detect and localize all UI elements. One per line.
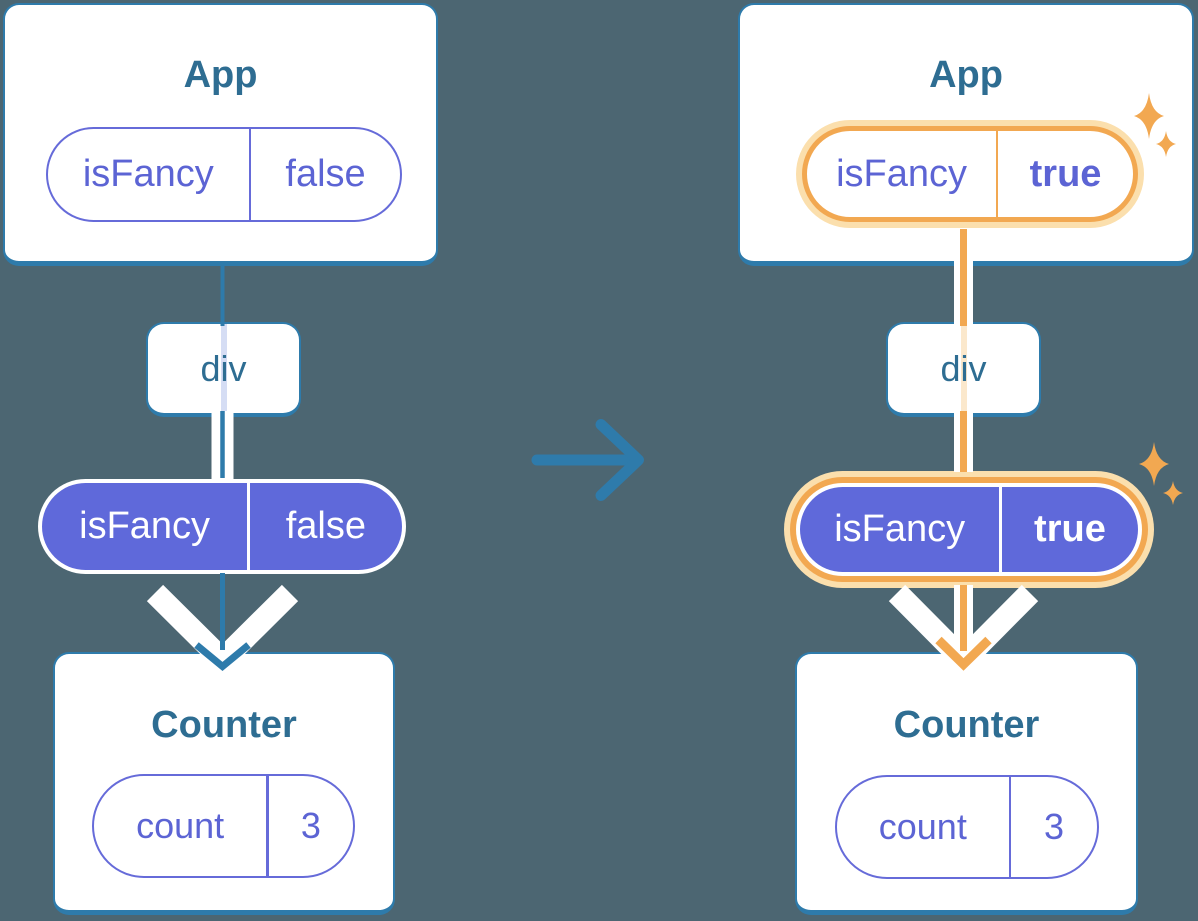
state-value: 3 [300,805,321,846]
state-name: count [136,805,225,846]
prop-name: isFancy [836,152,967,195]
sparkle-icon [1139,442,1169,486]
left-prop-pill: isFancy false [42,483,402,570]
pill-divider [247,483,250,570]
right-tree-edges [888,229,1039,677]
right-counter-title: Counter [893,704,1040,746]
prop-name: isFancy [82,153,214,195]
prop-name: isFancy [79,505,211,547]
right-counter-state-pill: count 3 [835,775,1099,879]
state-name: count [878,806,967,847]
prop-trace-line [960,324,967,413]
right-prop-pill-highlighted: isFancy true [800,487,1138,572]
prop-trace-line [220,324,227,413]
left-counter-title: Counter [151,704,297,746]
sparkle-icon [1163,481,1183,505]
white-chevron-arrow [888,584,1039,677]
right-div-box: div [886,322,1041,417]
right-app-card: App isFancy true [738,3,1194,266]
left-app-prop-pill: isFancy false [46,127,402,222]
prop-flow-casing [954,411,973,472]
pill-divider [266,776,269,876]
state-value: 3 [1044,806,1065,847]
prop-value: false [285,153,366,195]
right-counter-card: Counter count 3 [795,652,1138,915]
transition-arrow-icon [531,419,644,501]
left-counter-card: Counter count 3 [53,652,395,915]
pill-divider [999,487,1002,572]
left-app-card: App isFancy false [3,3,438,266]
right-app-title: App [929,54,1003,96]
prop-flow-casing [954,585,973,642]
prop-value: true [1034,508,1106,550]
left-div-label: div [200,347,247,389]
left-counter-state-pill: count 3 [92,774,355,878]
left-div-box: div [146,322,301,417]
right-app-prop-pill-highlighted: isFancy true [802,126,1138,222]
prop-name: isFancy [834,508,966,550]
prop-value: true [1029,152,1102,195]
prop-value: false [285,505,366,547]
arrow-head [595,419,644,501]
left-app-title: App [183,54,258,96]
pill-divider [996,131,999,217]
pill-divider [248,129,252,220]
prop-flow-casing [211,411,234,481]
prop-flow-casing [954,260,973,326]
white-chevron-arrow [146,584,299,677]
right-div-label: div [940,347,987,389]
pill-divider [1008,777,1012,877]
